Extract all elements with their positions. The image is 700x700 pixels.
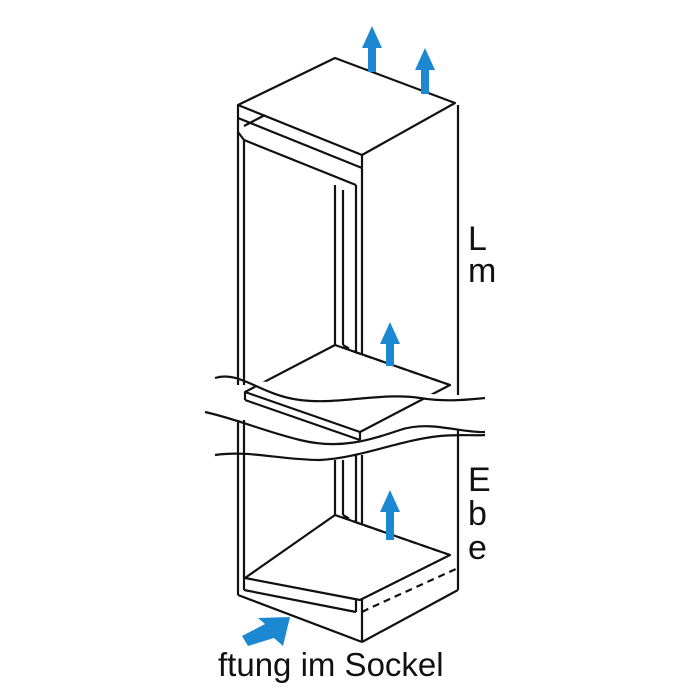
label-upper-2: m bbox=[468, 252, 497, 290]
label-lower-1: E bbox=[468, 461, 491, 499]
airflow-arrow-up-icon bbox=[380, 322, 400, 366]
label-upper-1: L bbox=[468, 220, 487, 258]
label-lower-3: e bbox=[468, 529, 487, 567]
label-lower-2: b bbox=[468, 495, 487, 533]
airflow-arrow-in-icon bbox=[242, 617, 290, 646]
airflow-arrow-up-icon bbox=[362, 26, 382, 72]
bottom-caption: ftung im Sockel bbox=[218, 646, 444, 683]
airflow-arrow-up-icon bbox=[380, 490, 400, 540]
cabinet-top bbox=[236, 56, 457, 157]
airflow-arrow-up-icon bbox=[415, 48, 435, 94]
